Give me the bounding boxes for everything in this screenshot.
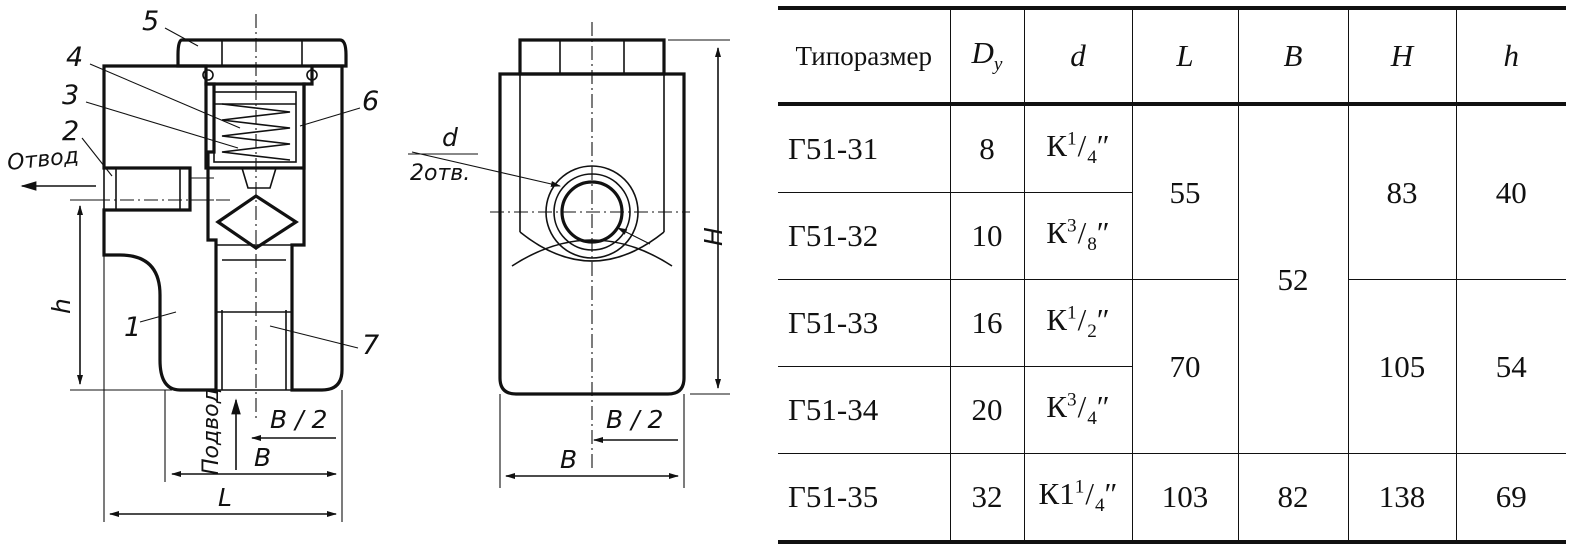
cell-L: 55: [1131, 103, 1238, 280]
header-dy: Dу: [949, 8, 1024, 104]
dim-b-label: B: [254, 443, 271, 472]
cell-L: 103: [1131, 453, 1238, 544]
valve-ball: [215, 194, 299, 250]
cell-h: 54: [1455, 279, 1566, 454]
cell-B: 82: [1237, 453, 1348, 544]
table-row: Г51-35 32 К11/4″ 103 82 138 69: [778, 453, 1566, 544]
callout-3: 3: [62, 80, 79, 111]
callout-2: 2: [62, 116, 79, 147]
cell-h: 69: [1455, 453, 1566, 544]
cell-type: Г51-32: [778, 192, 950, 280]
cap-nut: [176, 38, 348, 68]
cell-H: 83: [1347, 103, 1456, 280]
dim-l-label: L: [218, 483, 232, 512]
cell-dy: 16: [949, 279, 1024, 367]
table-row: Г51-34 20 К3/4″: [778, 366, 1566, 454]
section-view: Отвод Подвод 5 4 3 2 6 1 7 h B / 2: [6, 6, 379, 522]
cell-dy: 20: [949, 366, 1024, 454]
header-type: Типоразмер: [795, 40, 933, 71]
callout-1: 1: [124, 312, 141, 343]
header-h: h: [1455, 8, 1566, 104]
hole-note: 2отв.: [410, 161, 470, 186]
callout-4: 4: [66, 42, 83, 73]
cell-H: 138: [1347, 453, 1456, 544]
cell-B: 52: [1237, 103, 1348, 454]
cell-dy: 32: [949, 453, 1024, 544]
cell-type: Г51-34: [778, 366, 950, 454]
body-right-hatched: [290, 64, 344, 392]
dim-h-label: h: [47, 298, 76, 314]
table-row: Г51-31 8 К1/4″ 55 52 83 40: [778, 103, 1566, 454]
dim-half-b-label: B / 2: [270, 405, 327, 434]
cell-h: 40: [1455, 103, 1566, 280]
table-row: Г51-33 16 К1/2″ 70 105 54: [778, 279, 1566, 454]
outlet-bore: [103, 167, 191, 211]
cell-dy: 8: [949, 103, 1024, 193]
cell-d: К1/4″: [1023, 103, 1132, 193]
spec-table: Типоразмер Dу d L B H h Г51-31 8 К1/4″ 5…: [778, 6, 1566, 544]
cell-d: К1/2″: [1023, 279, 1132, 367]
callout-6: 6: [362, 86, 379, 117]
header-B: B: [1237, 8, 1348, 104]
table-row: Г51-32 10 К3/8″: [778, 192, 1566, 280]
cell-d: К3/8″: [1023, 192, 1132, 280]
cell-H: 105: [1347, 279, 1456, 454]
callout-7: 7: [362, 330, 379, 361]
dim-H-label: H: [699, 227, 728, 246]
body-left-hatched: [102, 64, 218, 392]
spring: [221, 103, 291, 161]
cell-d: К11/4″: [1023, 453, 1132, 544]
cell-type: Г51-33: [778, 279, 950, 367]
cell-L: 70: [1131, 279, 1238, 454]
outlet-label: Отвод: [6, 144, 80, 176]
spec-table-wrap: Типоразмер Dу d L B H h Г51-31 8 К1/4″ 5…: [778, 6, 1566, 544]
header-L: L: [1131, 8, 1238, 104]
side-dim-b-label: B: [560, 445, 577, 474]
header-d: d: [1023, 8, 1132, 104]
dim-d-label: d: [442, 123, 458, 152]
side-body: [498, 72, 686, 396]
cell-type: Г51-31: [778, 103, 950, 193]
side-view: d 2отв. H B / 2 B: [408, 22, 730, 488]
cell-d: К3/4″: [1023, 366, 1132, 454]
cell-type: Г51-35: [778, 453, 950, 544]
table-header-row: Типоразмер Dу d L B H h: [778, 8, 1566, 104]
callout-5: 5: [142, 6, 159, 37]
inlet-label: Подвод: [199, 388, 224, 475]
cell-dy: 10: [949, 192, 1024, 280]
side-dim-half-b-label: B / 2: [606, 405, 663, 434]
valve-plug: [240, 167, 278, 189]
header-H: H: [1347, 8, 1456, 104]
